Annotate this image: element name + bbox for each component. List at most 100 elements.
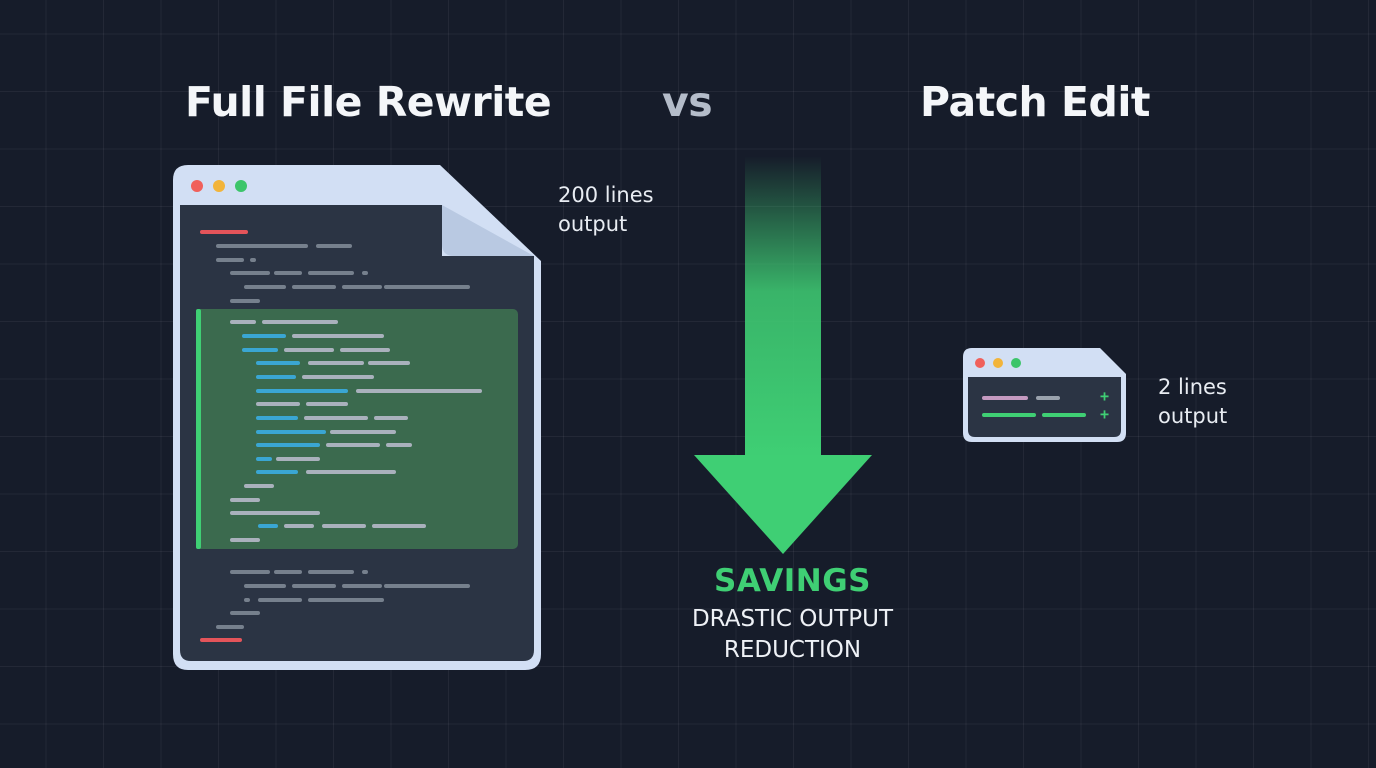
code-line: [276, 457, 320, 461]
code-line: [356, 389, 482, 393]
code-line: [200, 638, 242, 642]
highlight-bar: [196, 309, 201, 549]
code-line: [242, 334, 286, 338]
code-line: [292, 334, 384, 338]
code-line: [308, 361, 364, 365]
code-line: [230, 611, 260, 615]
code-file-icon: [172, 164, 544, 672]
patch-removed-line: [982, 396, 1028, 400]
code-line: [284, 524, 314, 528]
code-line: [230, 271, 270, 275]
full-rewrite-caption: 200 lines output: [558, 181, 654, 239]
code-line: [308, 598, 384, 602]
code-line: [306, 402, 348, 406]
patch-minimize-dot-icon: [993, 358, 1003, 368]
code-line: [308, 271, 354, 275]
savings-subtitle-line2: REDUCTION: [723, 637, 862, 663]
code-line: [384, 584, 470, 588]
code-line: [244, 285, 286, 289]
code-line: [242, 348, 278, 352]
code-line: [256, 443, 320, 447]
code-line: [230, 570, 270, 574]
vs-label: vs: [662, 78, 713, 126]
code-line: [244, 584, 286, 588]
patch-window-graphic: [963, 348, 1126, 442]
patch-window-icon: + +: [962, 347, 1128, 443]
code-line: [342, 584, 382, 588]
code-line: [342, 285, 382, 289]
full-rewrite-caption-line1: 200 lines: [558, 183, 654, 207]
code-line: [362, 570, 368, 574]
code-line: [256, 361, 300, 365]
code-line: [274, 570, 302, 574]
arrow-shaft: [745, 156, 821, 458]
patch-edit-caption-line2: output: [1158, 404, 1228, 428]
patch-maximize-dot-icon: [1011, 358, 1021, 368]
code-line: [230, 511, 320, 515]
patch-added-line: [982, 413, 1036, 417]
code-lines: [200, 230, 482, 642]
code-line: [258, 524, 278, 528]
maximize-dot-icon: [235, 180, 247, 192]
patch-removed-line-rest: [1036, 396, 1060, 400]
code-line: [306, 470, 396, 474]
code-line: [308, 570, 354, 574]
code-line: [230, 498, 260, 502]
code-line: [340, 348, 390, 352]
code-line: [374, 416, 408, 420]
code-line: [316, 244, 352, 248]
code-line: [230, 320, 256, 324]
folded-corner: [442, 205, 534, 256]
code-line: [244, 484, 274, 488]
code-line: [368, 361, 410, 365]
full-file-rewrite-title: Full File Rewrite: [185, 78, 552, 126]
down-arrow-icon: [694, 156, 872, 554]
close-dot-icon: [191, 180, 203, 192]
code-line: [216, 625, 244, 629]
code-file-graphic: [173, 165, 541, 670]
code-line: [384, 285, 470, 289]
patch-edit-caption: 2 lines output: [1158, 373, 1227, 431]
code-line: [322, 524, 366, 528]
savings-subtitle: DRASTIC OUTPUT REDUCTION: [640, 604, 945, 666]
code-line: [256, 416, 298, 420]
code-line: [326, 443, 380, 447]
arrow-head: [694, 455, 872, 554]
code-line: [262, 320, 338, 324]
code-line: [386, 443, 412, 447]
full-rewrite-caption-line2: output: [558, 212, 628, 236]
code-line: [256, 402, 300, 406]
code-line: [284, 348, 334, 352]
savings-title: SAVINGS: [714, 563, 871, 599]
savings-subtitle-line1: DRASTIC OUTPUT: [691, 606, 894, 632]
patch-edit-title: Patch Edit: [920, 78, 1151, 126]
code-line: [256, 457, 272, 461]
patch-body: [968, 377, 1121, 437]
code-line: [216, 244, 308, 248]
code-line: [292, 285, 336, 289]
code-line: [274, 271, 302, 275]
patch-added-line-rest: [1042, 413, 1086, 417]
patch-edit-caption-line1: 2 lines: [1158, 375, 1227, 399]
code-line: [244, 598, 250, 602]
code-line: [372, 524, 426, 528]
patch-close-dot-icon: [975, 358, 985, 368]
code-line: [256, 375, 296, 379]
code-line: [304, 416, 368, 420]
code-line: [256, 389, 348, 393]
code-line: [256, 470, 298, 474]
code-line: [330, 430, 396, 434]
code-line: [230, 299, 260, 303]
code-line: [216, 258, 244, 262]
code-line: [302, 375, 374, 379]
minimize-dot-icon: [213, 180, 225, 192]
code-line: [258, 598, 302, 602]
patch-added-marker-2: +: [1100, 405, 1110, 423]
code-line: [362, 271, 368, 275]
code-line: [292, 584, 336, 588]
highlight-block: [196, 309, 518, 549]
patch-added-marker-1: +: [1100, 387, 1110, 405]
code-line: [230, 538, 260, 542]
code-line: [250, 258, 256, 262]
code-line: [200, 230, 248, 234]
